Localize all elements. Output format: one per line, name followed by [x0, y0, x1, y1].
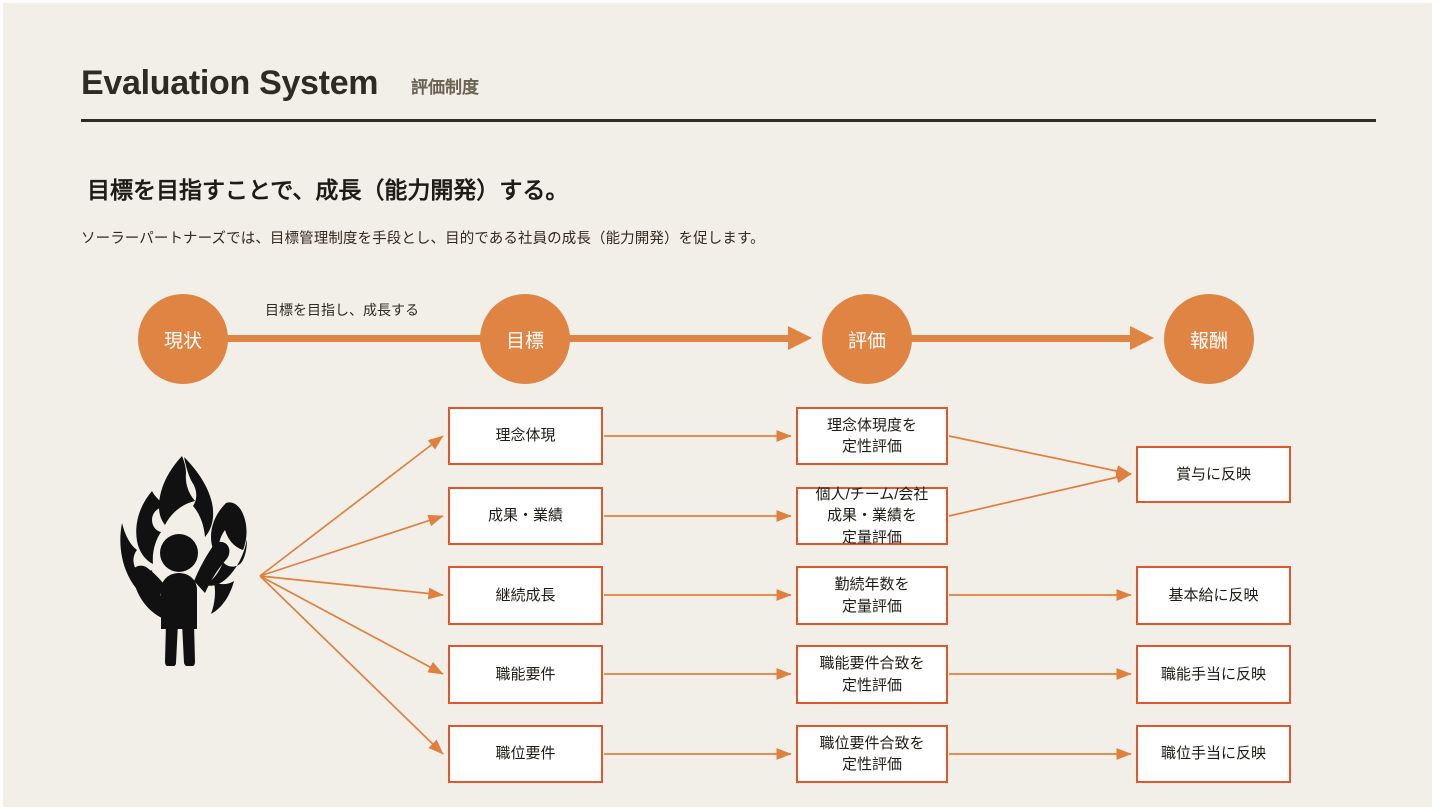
method-box-line-2: 定性評価	[841, 438, 902, 455]
method-box-line-1: 職能要件合致を	[819, 655, 925, 673]
criteria-box-0[interactable]: 理念体現	[448, 407, 603, 465]
criteria-box-2[interactable]: 継続成長	[448, 566, 603, 625]
flow-connector-bar-1	[221, 335, 489, 342]
criteria-box-label: 理念体現	[495, 427, 556, 445]
lead-heading: 目標を目指すことで、成長（能力開発）する。	[87, 177, 569, 203]
page-subtitle: 評価制度	[411, 78, 479, 97]
method-box-0[interactable]: 理念体現度を 定性評価	[796, 407, 948, 465]
page-title: Evaluation System	[81, 64, 379, 102]
reward-box-label: 賞与に反映	[1175, 465, 1251, 483]
criteria-box-4[interactable]: 職位要件	[448, 725, 603, 783]
slide-header: Evaluation System 評価制度	[81, 61, 1376, 127]
reward-box-2[interactable]: 職能手当に反映	[1136, 645, 1291, 704]
method-box-line-1: 個人/チーム/会社	[815, 486, 929, 504]
method-box-line-1: 理念体現度を	[826, 416, 917, 434]
reward-box-label: 職位手当に反映	[1160, 745, 1266, 763]
flow-arrowhead-icon-3	[1130, 326, 1154, 350]
flow-node-label: 目標	[505, 330, 544, 352]
method-box-line-2: 定量評価	[841, 597, 902, 615]
lead-body-text: ソーラーパートナーズでは、目標管理制度を手段とし、目的である社員の成長（能力開発…	[81, 231, 765, 247]
reward-box-label: 職能手当に反映	[1160, 665, 1266, 683]
method-box-3[interactable]: 職能要件合致を 定性評価	[796, 645, 948, 704]
flow-connector-bar-2	[563, 335, 790, 342]
reward-box-3[interactable]: 職位手当に反映	[1136, 725, 1291, 783]
flow-chain: 現状 目標 評価 報酬 目標を目指し、成長する	[3, 283, 1432, 393]
method-box-line-2: 成果・業績を	[826, 507, 917, 525]
method-box-line-1: 勤続年数を	[834, 576, 910, 594]
flow-node-current-state: 現状	[138, 294, 228, 384]
criteria-box-label: 継続成長	[495, 586, 556, 604]
method-box-line-2: 定性評価	[841, 676, 902, 694]
criteria-box-label: 成果・業績	[487, 507, 563, 525]
flow-caption-label: 目標を目指し、成長する	[265, 302, 419, 318]
flow-node-label: 評価	[847, 330, 886, 352]
flow-node-evaluation: 評価	[822, 294, 912, 384]
header-divider	[81, 119, 1376, 122]
reward-box-1[interactable]: 基本給に反映	[1136, 566, 1291, 625]
method-box-1[interactable]: 個人/チーム/会社 成果・業績を 定量評価	[796, 486, 948, 546]
method-box-line-2: 定性評価	[841, 756, 902, 773]
method-box-4[interactable]: 職位要件合致を 定性評価	[796, 725, 948, 783]
reward-box-0[interactable]: 賞与に反映	[1136, 446, 1291, 503]
flow-node-label: 現状	[163, 330, 202, 352]
flow-node-reward: 報酬	[1164, 294, 1254, 384]
criteria-box-1[interactable]: 成果・業績	[448, 487, 603, 545]
method-box-2[interactable]: 勤続年数を 定量評価	[796, 566, 948, 625]
criteria-box-label: 職能要件	[495, 665, 556, 683]
growth-flame-person-icon	[116, 451, 268, 666]
method-box-line-3: 定量評価	[841, 528, 902, 546]
flow-node-label: 報酬	[1189, 330, 1228, 352]
criteria-box-3[interactable]: 職能要件	[448, 645, 603, 704]
reward-box-label: 基本給に反映	[1168, 586, 1259, 604]
flow-connector-bar-3	[905, 335, 1132, 342]
criteria-box-label: 職位要件	[495, 745, 556, 763]
flow-node-goal: 目標	[480, 294, 570, 384]
flow-arrowhead-icon-2	[788, 326, 812, 350]
method-box-line-1: 職位要件合致を	[819, 734, 925, 752]
